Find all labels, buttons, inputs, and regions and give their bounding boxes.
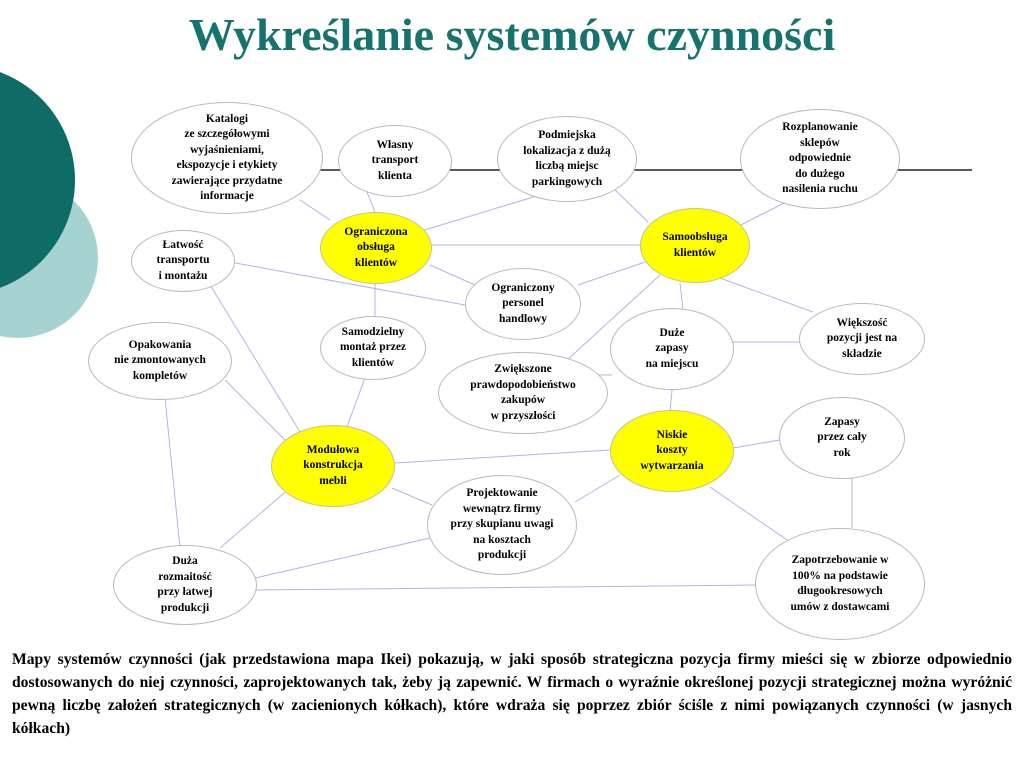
link-niskie-zapasy-rok — [732, 439, 781, 449]
link-latwosc-personel — [229, 261, 466, 306]
link-katalogi-ograniczona — [299, 199, 331, 221]
node-samodzielny-montaz: Samodzielny montaż przez klientów — [320, 316, 426, 380]
link-rozmaitosc-zapotrzebowanie — [254, 584, 761, 591]
node-zapotrzebowanie: Zapotrzebowanie w 100% na podstawie dług… — [755, 528, 925, 640]
link-opakowania-modulowa — [224, 379, 291, 446]
node-wiekszosc-pozycji: Większość pozycji jest na składzie — [799, 303, 925, 375]
link-opakowania-rozmaitosc — [164, 397, 181, 549]
node-zwiekszone-prawdopodobienstwo: Zwiększone prawdopodobieństwo zakupów w … — [438, 352, 608, 434]
node-niskie-koszty: Niskie koszty wytwarzania — [610, 410, 734, 492]
dark-teal-circle — [0, 72, 75, 288]
link-modulowa-rozmaitosc — [219, 487, 291, 549]
node-duza-rozmaitosc: Duża rozmaitość przy łatwej produkcji — [113, 545, 257, 625]
node-ograniczony-personel: Ograniczony personel handlowy — [465, 268, 581, 340]
link-projektowanie-niskie — [574, 474, 621, 503]
node-zapasy-przez-caly-rok: Zapasy przez cały rok — [779, 397, 905, 479]
link-samoobsluga-wiekszosc — [719, 277, 814, 313]
node-ograniczona-obsluga: Ograniczona obsługa klientów — [320, 212, 432, 284]
node-latwosc-transportu: Łatwość transportu i montażu — [131, 230, 235, 292]
node-duze-zapasy: Duże zapasy na miejscu — [610, 308, 734, 390]
link-latwosc-modulowa — [209, 284, 306, 441]
page-title: Wykreślanie systemów czynności — [188, 9, 836, 60]
link-zapasy-niskie — [669, 389, 673, 413]
node-opakowania: Opakowania nie zmontowanych kompletów — [88, 322, 232, 400]
link-podmiejska-ograniczona — [417, 194, 541, 233]
link-samodzielny-modulowa — [344, 377, 366, 433]
link-modulowa-projektowanie — [391, 487, 433, 506]
node-katalogi: Katalogi ze szczegółowymi wyjaśnieniami,… — [131, 102, 323, 214]
link-niskie-zapotrzebowanie — [709, 486, 791, 543]
link-podmiejska-samoobsluga — [609, 184, 649, 223]
link-ograniczona-personel — [429, 264, 476, 286]
node-wlasny-transport: Własny transport klienta — [338, 125, 452, 197]
node-podmiejska-lokalizacja: Podmiejska lokalizacja z dużą liczbą mie… — [497, 116, 637, 202]
link-rozplanowanie-samoobsluga — [734, 199, 791, 229]
node-modulowa-konstrukcja: Modułowa konstrukcja mebli — [271, 425, 395, 507]
link-samoobsluga-zwiekszone — [564, 274, 661, 363]
caption-text: Mapy systemów czynności (jak przedstawio… — [12, 651, 1012, 737]
link-rozmaitosc-projektowanie — [254, 537, 431, 579]
link-modulowa-niskie — [393, 449, 611, 464]
node-projektowanie: Projektowanie wewnątrz firmy przy skupia… — [427, 475, 577, 575]
link-samoobsluga-personel — [577, 261, 646, 286]
link-samoobsluga-zapasy — [679, 282, 684, 311]
node-rozplanowanie-sklepow: Rozplanowanie sklepów odpowiednie do duż… — [740, 109, 900, 209]
node-samoobsluga: Samoobsługa klientów — [640, 208, 750, 283]
